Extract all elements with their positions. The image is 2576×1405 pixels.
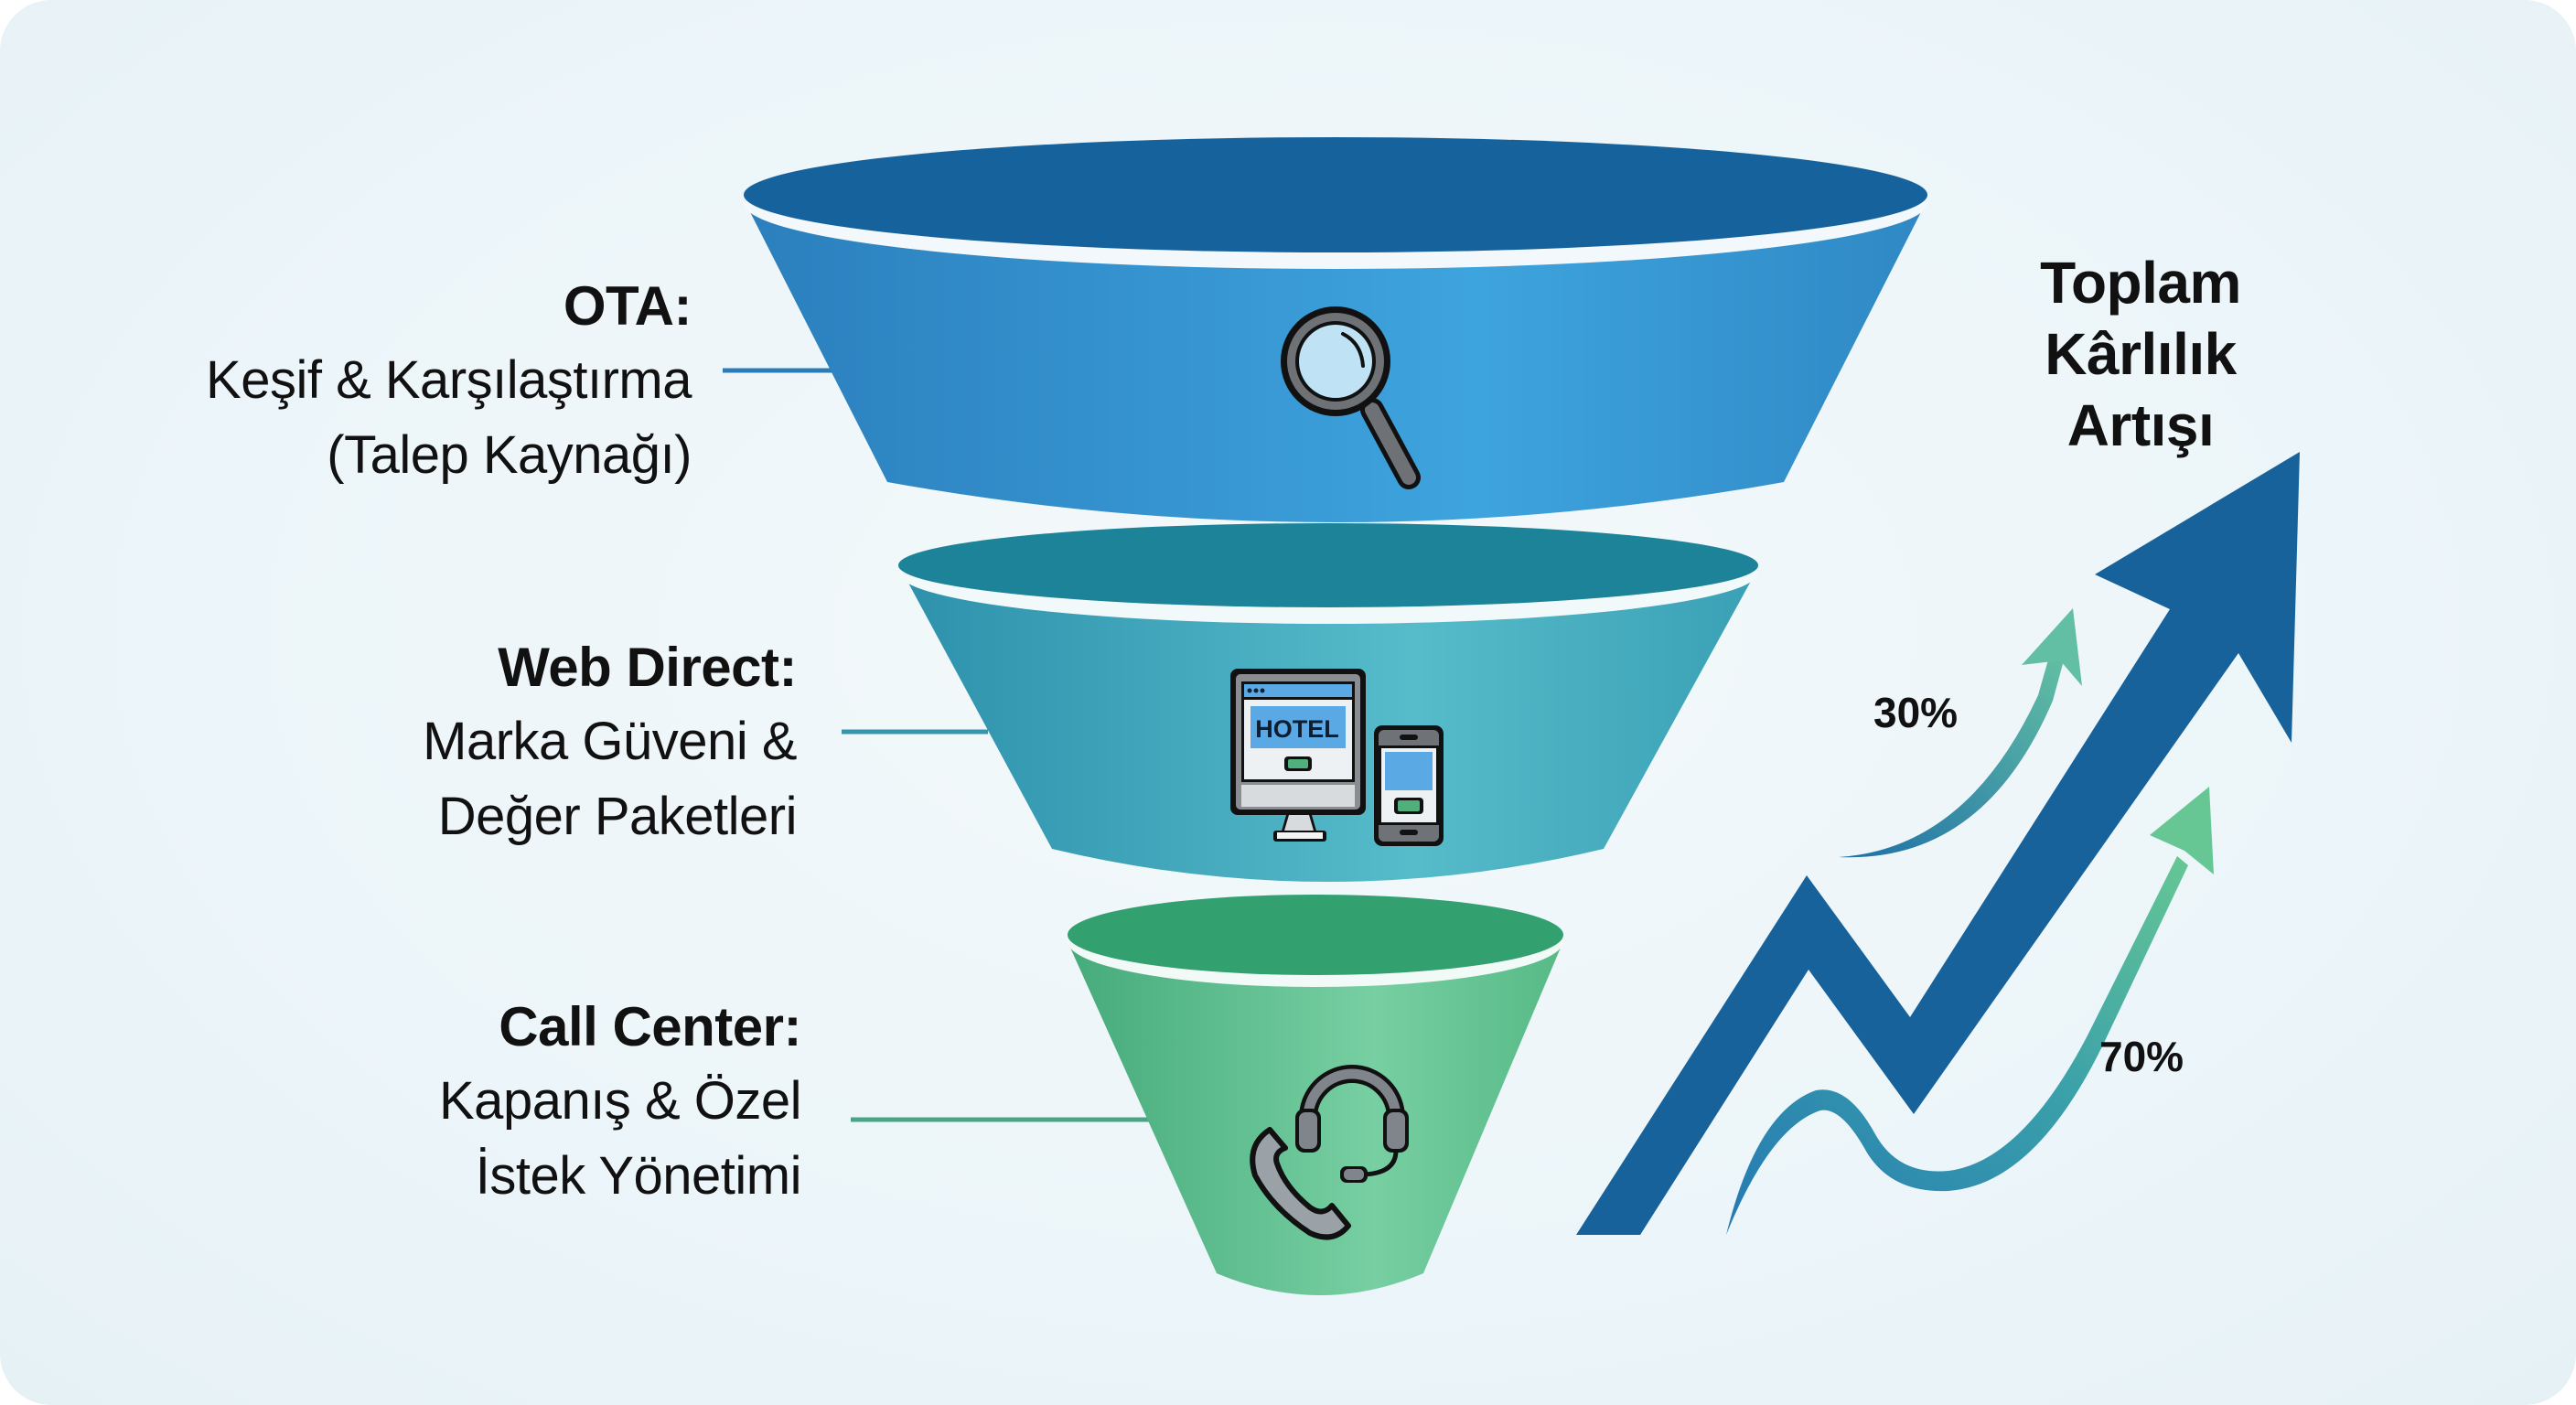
growth-headline: Toplam Kârlılık Artışı bbox=[1967, 247, 2314, 461]
growth-headline-line-2: Kârlılık Artışı bbox=[2045, 321, 2237, 458]
monitor-and-phone-icon: HOTEL bbox=[1230, 669, 1444, 846]
web-direct-funnel-segment bbox=[898, 521, 1758, 882]
flow-arrow-70 bbox=[1726, 787, 2214, 1235]
growth-headline-line-1: Toplam bbox=[2040, 250, 2241, 316]
headset-and-phone-icon bbox=[1250, 1065, 1409, 1240]
web-direct-title: Web Direct: bbox=[498, 637, 797, 698]
web-direct-description-line-1: Marka Güveni & bbox=[423, 712, 797, 771]
main-growth-arrow bbox=[1576, 452, 2300, 1235]
percentage-label-30: 30% bbox=[1873, 689, 1959, 736]
call-center-title: Call Center: bbox=[499, 996, 801, 1057]
magnifying-glass-icon bbox=[1281, 306, 1421, 489]
ota-description-line-1: Keşif & Karşılaştırma bbox=[206, 350, 692, 410]
call-center-description-line-1: Kapanış & Özel bbox=[439, 1071, 802, 1131]
flow-arrow-30 bbox=[1839, 608, 2082, 858]
percentage-label-70: 70% bbox=[2099, 1033, 2184, 1080]
ota-label: OTA: Keşif & Karşılaştırma (Talep Kaynağ… bbox=[206, 270, 692, 493]
hotel-sign-text: HOTEL bbox=[1255, 715, 1339, 743]
ota-title: OTA: bbox=[563, 275, 692, 337]
web-direct-description-line-2: Değer Paketleri bbox=[437, 787, 798, 846]
call-center-description-line-2: İstek Yönetimi bbox=[475, 1146, 802, 1206]
ota-description-line-2: (Talep Kaynağı) bbox=[327, 425, 692, 485]
call-center-label: Call Center: Kapanış & Özel İstek Yöneti… bbox=[439, 991, 802, 1214]
web-direct-label: Web Direct: Marka Güveni & Değer Paketle… bbox=[423, 631, 797, 854]
